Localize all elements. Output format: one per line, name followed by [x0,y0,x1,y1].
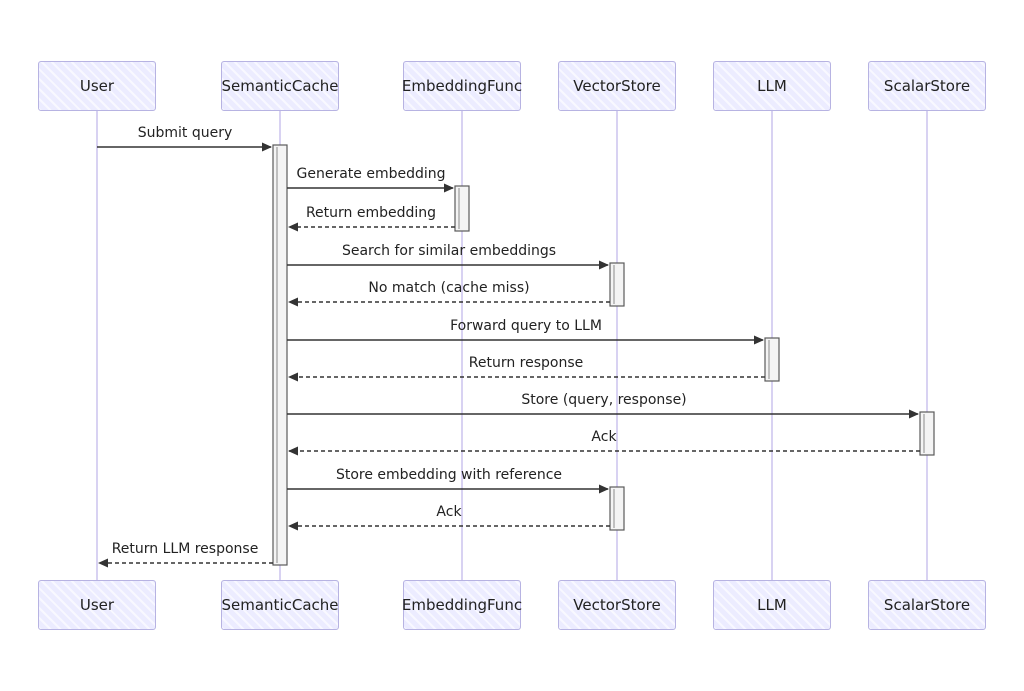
activation-bars [272,144,935,566]
participant-label: EmbeddingFunc [401,77,523,95]
participant-label: SemanticCache [221,596,339,614]
activation-semanticcache [272,144,288,566]
participant-semanticcache-top: SemanticCache [221,61,339,111]
activation-scalarstore [919,411,935,456]
message-label-return-llm-response: Return LLM response [111,541,259,557]
participant-scalarstore-bottom: ScalarStore [868,580,986,630]
participant-label: User [79,596,115,614]
participant-label: User [79,77,115,95]
participant-llm-top: LLM [713,61,831,111]
participant-semanticcache-bottom: SemanticCache [221,580,339,630]
lifelines [96,111,928,580]
message-label-ack-vectorstore: Ack [436,504,462,520]
participant-label: ScalarStore [883,596,971,614]
participant-label: VectorStore [573,77,661,95]
participant-embeddingfunc-bottom: EmbeddingFunc [401,580,523,630]
activation-embeddingfunc [454,185,470,232]
message-label-return-embedding: Return embedding [305,205,437,221]
participant-llm-bottom: LLM [713,580,831,630]
message-label-forward-query: Forward query to LLM [450,318,602,334]
message-label-ack-scalarstore: Ack [591,429,617,445]
message-arrows [97,142,920,568]
participant-label: LLM [757,596,787,614]
message-label-store-embedding: Store embedding with reference [335,467,563,483]
message-label-return-response: Return response [468,355,584,371]
message-label-generate-embedding: Generate embedding [296,166,446,182]
activation-vectorstore-1 [609,262,625,307]
participant-vectorstore-top: VectorStore [558,61,676,111]
participant-label: SemanticCache [221,77,339,95]
participant-label: EmbeddingFunc [401,596,523,614]
participant-label: ScalarStore [883,77,971,95]
participant-user-bottom: User [38,580,156,630]
message-label-no-match: No match (cache miss) [368,280,530,296]
participant-scalarstore-top: ScalarStore [868,61,986,111]
participant-user-top: User [38,61,156,111]
participant-vectorstore-bottom: VectorStore [558,580,676,630]
message-label-submit-query: Submit query [137,125,233,141]
message-label-store-query-response: Store (query, response) [521,392,687,408]
participant-label: VectorStore [573,596,661,614]
activation-llm [764,337,780,382]
participant-label: LLM [757,77,787,95]
participant-embeddingfunc-top: EmbeddingFunc [401,61,523,111]
message-label-search-similar: Search for similar embeddings [341,243,557,259]
activation-vectorstore-2 [609,486,625,531]
